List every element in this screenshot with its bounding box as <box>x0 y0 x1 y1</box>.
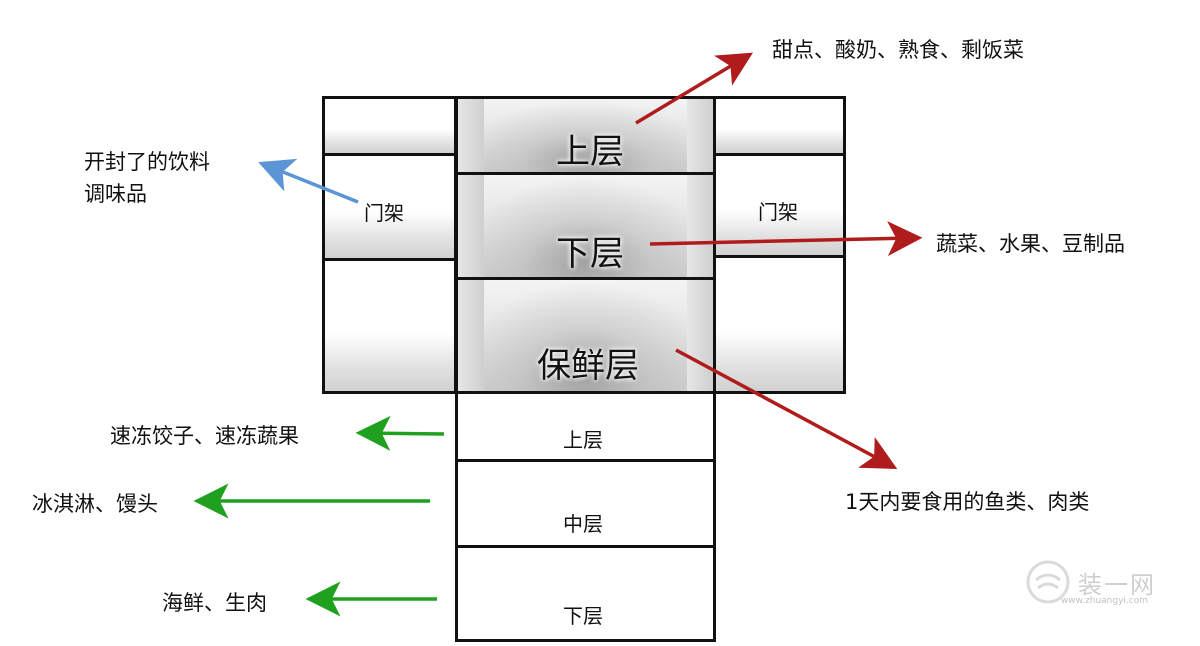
freezer-lower <box>455 545 716 642</box>
freezer-upper-label: 上层 <box>563 428 603 452</box>
door-left-top <box>322 96 457 156</box>
door-items-line2: 调味品 <box>84 182 147 206</box>
freezer-middle-items: 冰淇淋、馒头 <box>32 492 158 516</box>
freezer-lower-label: 下层 <box>563 604 603 628</box>
watermark: 装一网 <box>1024 558 1156 606</box>
watermark-text: 装一网 <box>1078 570 1156 599</box>
fridge-lower-shelf <box>455 172 716 280</box>
door-right-top <box>713 96 846 156</box>
fridge-upper-shelf <box>455 96 716 175</box>
watermark-sub: www.zhuangyi.com <box>1060 596 1148 606</box>
freezer-middle <box>455 459 716 548</box>
crisper-items: 1天内要食用的鱼类、肉类 <box>845 490 1090 514</box>
door-left-label: 门架 <box>364 201 404 225</box>
freezer-middle-label: 中层 <box>563 512 603 536</box>
freezer-lower-items: 海鲜、生肉 <box>162 591 267 615</box>
fridge-crisper <box>455 277 716 394</box>
door-right-bottom <box>713 255 846 394</box>
lower-shelf-items: 蔬菜、水果、豆制品 <box>936 232 1125 256</box>
door-left-middle <box>322 153 457 261</box>
arrow-freezer-upper <box>355 415 445 451</box>
upper-shelf-label: 上层 <box>556 132 624 172</box>
upper-shelf-items: 甜点、酸奶、熟食、剩饭菜 <box>772 38 1024 62</box>
freezer-upper-items: 速冻饺子、速冻蔬果 <box>110 424 299 448</box>
crisper-label: 保鲜层 <box>537 346 639 386</box>
watermark-logo-icon <box>1026 560 1070 604</box>
door-left-bottom <box>322 258 457 394</box>
door-items-line1: 开封了的饮料 <box>84 150 210 174</box>
door-right-label: 门架 <box>758 200 798 224</box>
lower-shelf-label: 下层 <box>556 234 624 274</box>
